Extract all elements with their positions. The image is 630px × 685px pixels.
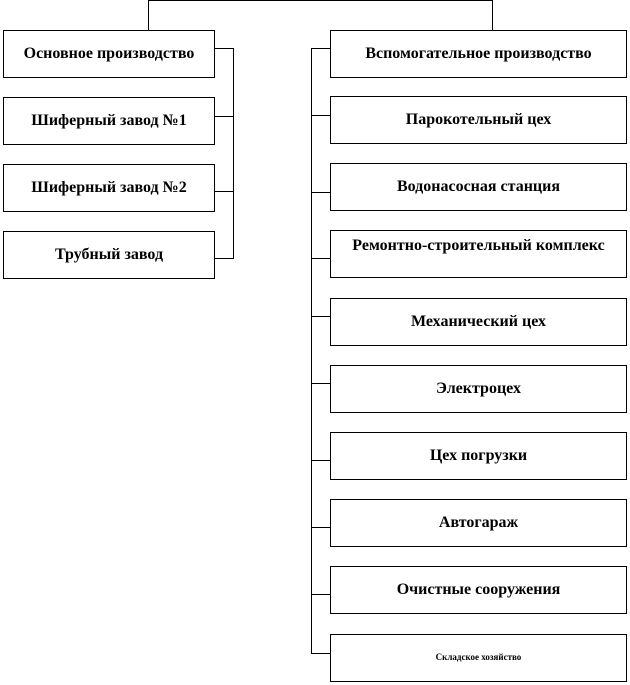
right-item-repair-construction-complex: Ремонтно-строительный комплекс [330, 230, 627, 278]
left-item-slate-plant-1: Шиферный завод №1 [3, 97, 215, 145]
left-drop-connector [148, 0, 149, 30]
right-item-boiler-shop: Парокотельный цех [330, 96, 627, 144]
right-bracket-spine [311, 48, 312, 654]
left-bracket-tick [215, 48, 234, 49]
right-item-loading-shop: Цех погрузки [330, 432, 627, 480]
left-bracket-spine [233, 48, 234, 259]
auxiliary-production-header: Вспомогательное производство [330, 30, 627, 78]
left-bracket-tick [215, 116, 234, 117]
right-item-warehouse: Складское хозяйство [330, 634, 627, 682]
right-bracket-tick [311, 316, 330, 317]
main-production-header: Основное производство [3, 30, 215, 78]
right-bracket-tick [311, 258, 330, 259]
right-bracket-tick [311, 115, 330, 116]
right-item-electrical-shop: Электроцех [330, 365, 627, 413]
right-drop-connector [492, 0, 493, 30]
right-bracket-tick [311, 594, 330, 595]
left-item-slate-plant-2: Шиферный завод №2 [3, 164, 215, 212]
left-bracket-tick [215, 191, 234, 192]
right-item-mechanical-shop: Механический цех [330, 298, 627, 346]
left-item-pipe-plant: Трубный завод [3, 231, 215, 279]
right-bracket-tick [311, 460, 330, 461]
right-item-water-pumping-station: Водонасосная станция [330, 163, 627, 211]
right-bracket-tick [311, 192, 330, 193]
right-bracket-tick [311, 383, 330, 384]
right-bracket-tick [311, 527, 330, 528]
left-bracket-tick [215, 258, 234, 259]
right-item-motor-garage: Автогараж [330, 499, 627, 547]
right-item-treatment-facilities: Очистные сооружения [330, 566, 627, 614]
right-bracket-tick [311, 48, 330, 49]
right-bracket-tick [311, 653, 330, 654]
top-connector [148, 0, 492, 1]
